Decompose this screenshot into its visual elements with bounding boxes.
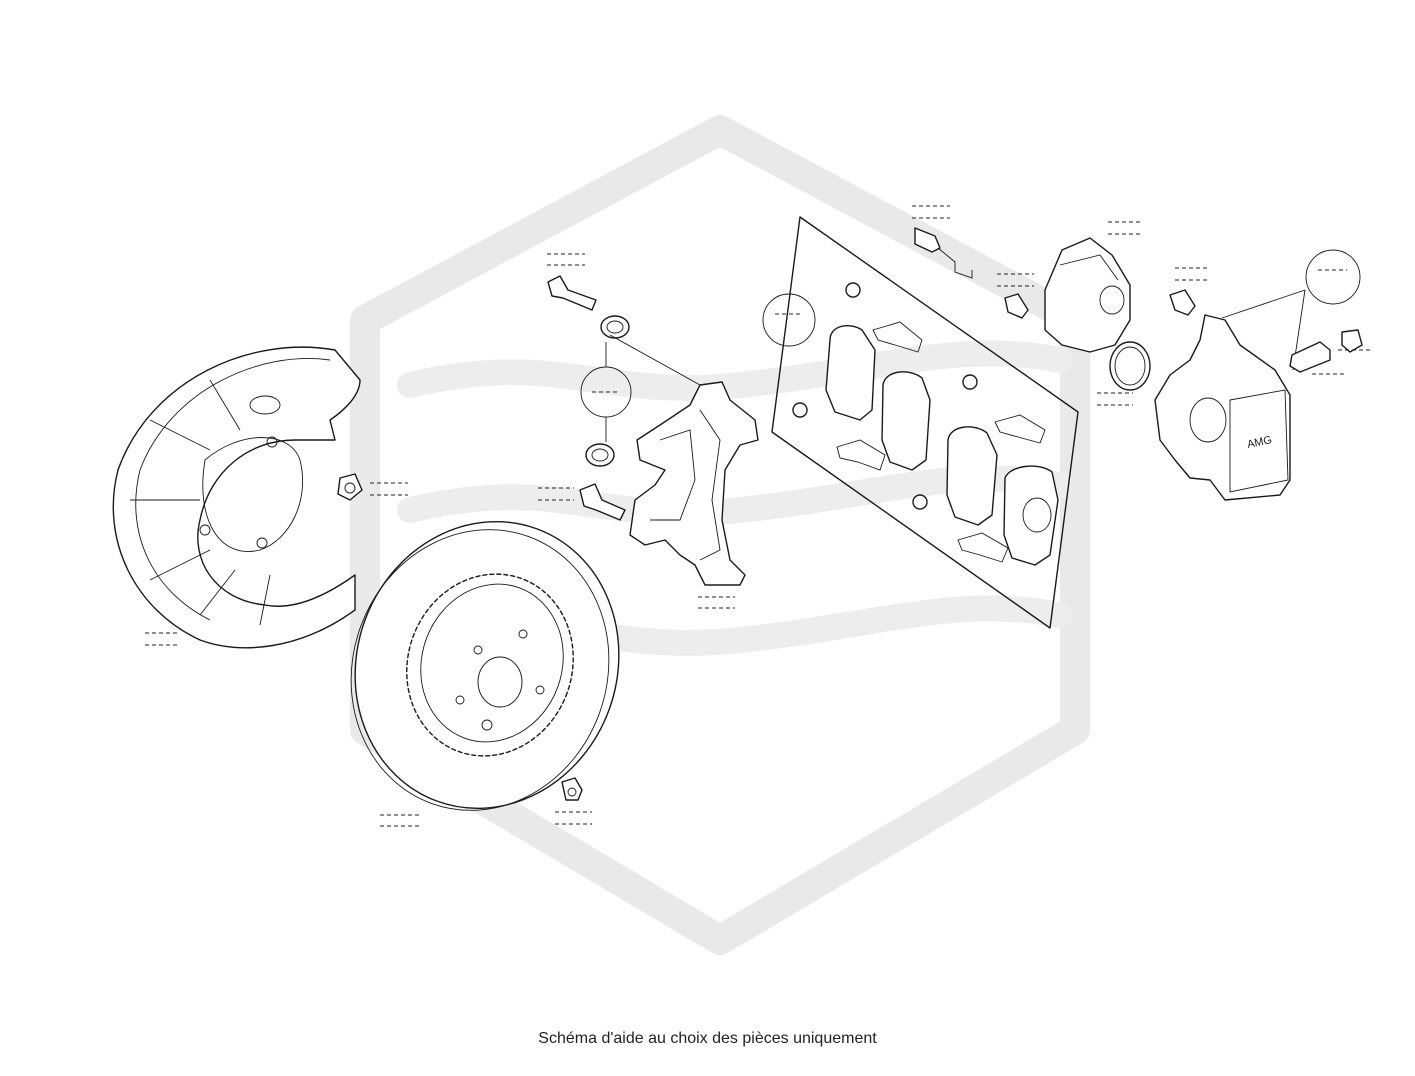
callout-o-ring (1097, 392, 1133, 406)
guide-bolt-upper[interactable] (547, 275, 597, 311)
callout-disc-screw (555, 811, 592, 825)
guide-sleeve-upper[interactable] (600, 315, 630, 339)
wear-sensor[interactable] (914, 227, 973, 279)
disc-screw[interactable] (561, 777, 583, 801)
callout-guide-bolt-lower (538, 487, 574, 501)
callout-caliper-bracket (698, 596, 735, 609)
callout-brake-disc (380, 814, 420, 827)
bleed-screw[interactable] (1289, 341, 1331, 373)
callout-guide-bolt-upper (547, 253, 585, 266)
callout-shield-bolt (370, 482, 408, 496)
pad-clip-3 (994, 414, 1046, 444)
brake-pad-kit[interactable] (771, 216, 1079, 629)
pad-clip-2 (836, 439, 886, 471)
brake-pad-2 (881, 371, 931, 471)
pad-kit-bolt-3 (962, 374, 978, 390)
pad-kit-bolt-2 (792, 402, 808, 418)
pad-kit-bolt-1 (845, 282, 861, 298)
caliper-piston-housing[interactable] (1044, 237, 1131, 353)
diagram-caption: Schéma d'aide au choix des pièces unique… (538, 1030, 877, 1047)
caliper-logo: AMG (1246, 434, 1273, 451)
pad-kit-bolt-4 (912, 494, 928, 510)
dust-shield[interactable] (112, 346, 361, 649)
caliper-bolt[interactable] (1169, 289, 1196, 316)
callout-wear-sensor (912, 205, 950, 219)
brake-disc[interactable] (312, 484, 659, 847)
o-ring-seal[interactable] (1109, 341, 1151, 391)
pad-wear-hole (1022, 497, 1052, 533)
bleed-screw-cap[interactable] (1341, 329, 1363, 353)
pad-kit-frame (771, 216, 1079, 629)
callout-circle-caliper (1305, 249, 1361, 305)
guide-bolt-lower[interactable] (579, 483, 626, 521)
brake-pad-4 (1003, 465, 1059, 566)
callout-circle-pad-kit (762, 293, 816, 347)
pad-clip-1 (872, 321, 923, 353)
brake-caliper[interactable]: AMG (1154, 314, 1291, 501)
caliper-bracket[interactable] (629, 381, 759, 586)
watermark-wave-1 (397, 340, 1073, 401)
shield-bolt[interactable] (337, 473, 363, 501)
caliper-small-bolt[interactable] (1004, 293, 1029, 319)
callout-piston-housing (1108, 221, 1143, 235)
guide-sleeve-lower[interactable] (585, 443, 615, 467)
callout-caliper-small-bolt (997, 273, 1034, 287)
callout-dust-shield (145, 632, 180, 646)
callout-caliper-bolt (1175, 267, 1210, 281)
brake-pad-3 (946, 426, 998, 526)
pad-clip-4 (957, 532, 1009, 563)
brake-pad-1 (825, 324, 876, 421)
